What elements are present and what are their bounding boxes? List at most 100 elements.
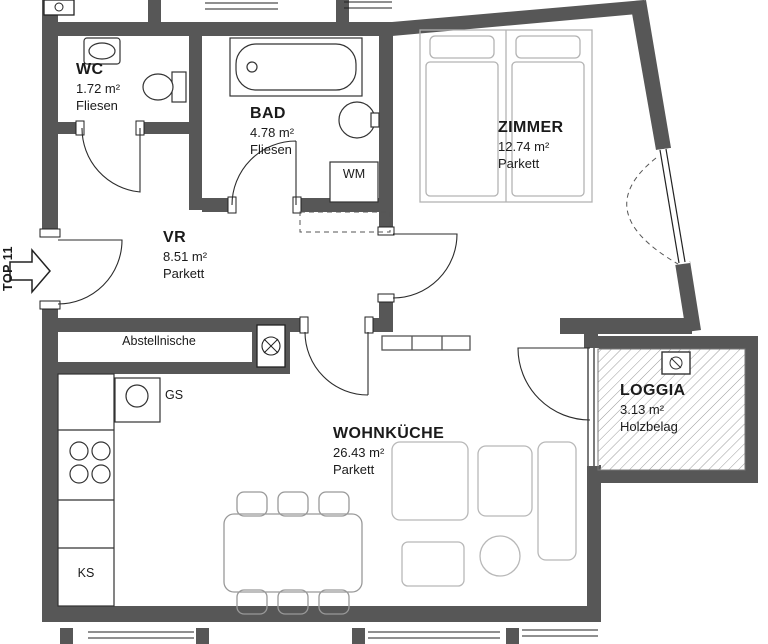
doors bbox=[57, 127, 591, 421]
door-jamb bbox=[75, 120, 85, 136]
sofa-icon bbox=[537, 441, 577, 561]
wall-segment bbox=[42, 0, 58, 236]
window bbox=[659, 149, 680, 264]
wall-segment bbox=[392, 0, 648, 36]
wall-segment bbox=[630, 0, 671, 150]
mattress-icon bbox=[425, 61, 499, 197]
room-label-bad: BAD 4.78 m² Fliesen bbox=[250, 104, 294, 159]
wall-segment bbox=[196, 628, 209, 644]
bad-door-swing bbox=[231, 140, 297, 206]
room-label-loggia: LOGGIA 3.13 m² Holzbelag bbox=[620, 381, 686, 436]
window bbox=[665, 148, 686, 263]
round-basin-icon bbox=[338, 101, 376, 139]
chair-icon bbox=[236, 491, 268, 517]
wc-door-swing bbox=[81, 127, 141, 193]
entrance-door-swing bbox=[57, 239, 123, 305]
room-name: WC bbox=[76, 61, 104, 78]
wall-segment bbox=[202, 198, 232, 212]
wall-segment bbox=[60, 628, 73, 644]
windows bbox=[43, 0, 690, 639]
pillow-icon bbox=[429, 35, 495, 59]
fridge-label: KS bbox=[77, 566, 95, 580]
side-table-icon bbox=[479, 535, 521, 577]
washing-machine-icon bbox=[329, 161, 379, 203]
room-name: VR bbox=[163, 229, 187, 246]
fixtures bbox=[83, 37, 380, 203]
loggia-shaft-icon bbox=[670, 357, 682, 369]
room-area: 26.43 m² bbox=[333, 444, 385, 460]
coffee-table-icon bbox=[401, 541, 465, 587]
room-area: 3.13 m² bbox=[620, 401, 665, 417]
wall-segment bbox=[587, 465, 601, 622]
wall-segment bbox=[560, 318, 692, 334]
sideboard-icon bbox=[381, 335, 471, 351]
loggia-door-swing bbox=[517, 347, 591, 421]
wall-segment bbox=[352, 628, 365, 644]
chair-icon bbox=[277, 491, 309, 517]
toilet-icon bbox=[171, 71, 187, 103]
door-jamb bbox=[377, 226, 395, 236]
loggia-deck bbox=[597, 348, 746, 471]
room-area: 12.74 m² bbox=[498, 138, 550, 154]
room-area: 8.51 m² bbox=[163, 248, 208, 264]
sideboard bbox=[381, 335, 471, 351]
room-floor: Parkett bbox=[498, 155, 540, 171]
sink-unit-icon bbox=[125, 384, 149, 408]
loggia-wall bbox=[598, 336, 758, 349]
dishwasher-label: GS bbox=[165, 388, 184, 402]
kitchen bbox=[57, 373, 161, 607]
dashed-lines bbox=[299, 157, 679, 265]
loggia-wall bbox=[588, 470, 758, 483]
cooktop-icon bbox=[69, 464, 89, 484]
armchair-icon bbox=[477, 445, 533, 517]
window bbox=[656, 148, 690, 265]
shaft-icon bbox=[54, 2, 64, 12]
sink-unit-icon bbox=[114, 377, 161, 423]
washbasin-icon bbox=[88, 42, 116, 60]
door-jamb bbox=[292, 196, 302, 214]
loggia-wall bbox=[745, 336, 758, 483]
shaft-icon bbox=[43, 0, 75, 16]
room-label-wohnkueche: WOHNKÜCHE 26.43 m² Parkett bbox=[333, 424, 444, 479]
cooktop-icon bbox=[91, 464, 111, 484]
dining-table-icon bbox=[223, 513, 363, 593]
chair-icon bbox=[318, 589, 350, 615]
kitchen-counter bbox=[57, 373, 115, 607]
double-bed bbox=[419, 29, 593, 203]
unit-label: TOP 11 bbox=[1, 246, 15, 292]
wall-segment bbox=[584, 334, 598, 350]
chair-icon bbox=[318, 491, 350, 517]
room-name: ZIMMER bbox=[498, 119, 564, 136]
room-floor: Holzbelag bbox=[620, 418, 678, 434]
wall-segment bbox=[58, 362, 258, 374]
wall-segment bbox=[336, 0, 349, 22]
toilet-icon bbox=[142, 73, 174, 101]
door-jamb bbox=[364, 316, 374, 334]
room-label-wc: WC 1.72 m² Fliesen bbox=[76, 60, 120, 115]
door-jamb bbox=[299, 316, 309, 334]
wall-segment bbox=[379, 296, 393, 332]
wall-segment bbox=[42, 302, 58, 622]
bathtub-icon bbox=[235, 43, 357, 91]
wall-segment bbox=[42, 606, 601, 622]
mattress-icon bbox=[511, 61, 585, 197]
room-area: 4.78 m² bbox=[250, 124, 295, 140]
round-basin-icon bbox=[370, 112, 380, 128]
entrance-arrow bbox=[9, 247, 51, 295]
pillow-icon bbox=[515, 35, 581, 59]
abstellnische-label: Abstellnische bbox=[122, 334, 196, 348]
armchair-icon bbox=[391, 441, 469, 521]
ceiling-opening-dashed bbox=[299, 211, 391, 233]
shaft-icon bbox=[263, 338, 279, 354]
loggia-door-glass bbox=[584, 348, 599, 466]
shaft-icon bbox=[261, 336, 281, 356]
wall-segment bbox=[675, 261, 701, 332]
door-jamb bbox=[39, 300, 61, 310]
wall-segment bbox=[506, 628, 519, 644]
bathtub-drain-icon bbox=[246, 61, 258, 73]
cooktop-icon bbox=[91, 441, 111, 461]
wall-segment bbox=[42, 318, 305, 332]
shaft bbox=[256, 324, 286, 368]
room-area: 1.72 m² bbox=[76, 80, 121, 96]
